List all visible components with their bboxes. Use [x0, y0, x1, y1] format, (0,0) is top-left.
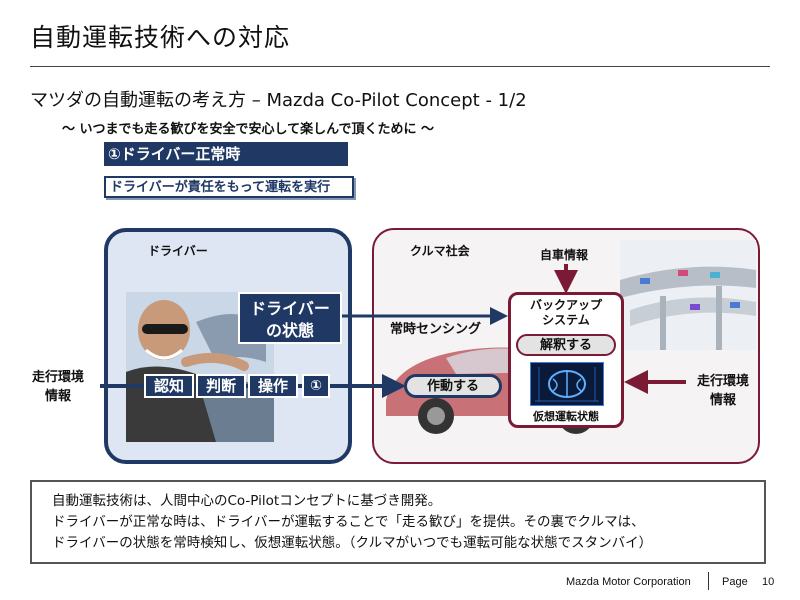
step-operation: 操作: [248, 374, 298, 398]
backup-system-line-2: システム: [542, 313, 590, 327]
env-info-left-line-1: 走行環境: [31, 370, 84, 385]
footer-page-label: Page: [722, 576, 748, 588]
footer-company: Mazda Motor Corporation: [566, 576, 691, 588]
driver-panel-label: ドライバー: [148, 244, 208, 258]
env-info-left: 走行環境 情報: [18, 368, 98, 406]
backup-system-line-1: バックアップ: [529, 298, 602, 312]
constant-sensing-label: 常時センシング: [390, 322, 482, 337]
env-info-right-line-2: 情報: [709, 393, 736, 408]
virtual-driving-label: 仮想運転状態: [533, 410, 599, 423]
env-info-right: 走行環境 情報: [690, 372, 756, 410]
operate-pill: 作動する: [404, 374, 502, 398]
summary-box: 自動運転技術は、人間中心のCo-Pilotコンセプトに基づき開発。 ドライバーが…: [30, 480, 766, 564]
footer-page-number: 10: [762, 576, 775, 588]
mode-description: ドライバーが責任をもって運転を実行: [104, 176, 354, 198]
step-judgment: 判断: [196, 374, 246, 398]
highway-image: [620, 240, 756, 350]
slide-title: 自動運転技術への対応: [30, 23, 291, 52]
ai-brain-icon: [530, 362, 604, 406]
summary-line-3: ドライバーの状態を常時検知し、仮想運転状態。（クルマがいつでも運転可能な状態でス…: [52, 535, 653, 551]
driver-state-box: ドライバー の状態: [238, 292, 342, 344]
title-divider: [30, 66, 770, 67]
tagline: ～ いつまでも走る歓びを安全で安心して楽しんで頂くために ～: [62, 122, 435, 137]
summary-line-1: 自動運転技術は、人間中心のCo-Pilotコンセプトに基づき開発。: [52, 493, 442, 509]
env-info-left-line-2: 情報: [44, 389, 71, 404]
driver-state-line-2: の状態: [265, 321, 314, 340]
env-info-right-line-1: 走行環境: [696, 374, 749, 389]
step-recognition: 認知: [144, 374, 194, 398]
step-marker: ①: [302, 374, 330, 398]
mode-badge: ①ドライバー正常時: [104, 142, 348, 166]
driver-state-line-1: ドライバー: [250, 299, 330, 318]
slide-subtitle: マツダの自動運転の考え方 – Mazda Co-Pilot Concept - …: [30, 90, 527, 111]
summary-line-2: ドライバーが正常な時は、ドライバーが運転することで「走る歓び」を提供。その裏でク…: [52, 514, 645, 530]
footer-divider: [708, 572, 709, 590]
own-vehicle-info-label: 自車情報: [540, 248, 589, 262]
interpret-pill: 解釈する: [516, 334, 616, 356]
backup-system-label: バックアップ システム: [508, 298, 624, 328]
society-panel-label: クルマ社会: [410, 244, 470, 258]
